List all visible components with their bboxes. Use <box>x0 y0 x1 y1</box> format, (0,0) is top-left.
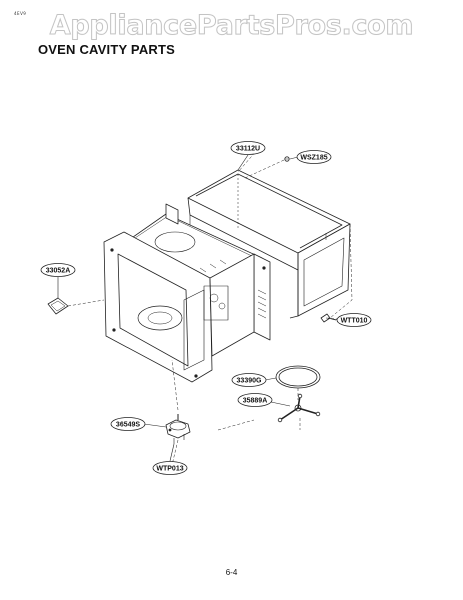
screw-top-icon <box>284 156 290 162</box>
callout-oval <box>296 150 332 164</box>
callout-oval <box>40 263 76 277</box>
callout-oval <box>152 461 188 475</box>
callout-turntable-tray: 33390G <box>231 373 277 387</box>
callout-part-number: 33052A <box>46 268 71 275</box>
turntable-tray-ring <box>275 365 321 389</box>
door-gasket-part <box>47 297 69 315</box>
callout-leader-line <box>169 443 175 462</box>
callout-screw-side: WTT010 <box>331 313 372 327</box>
callout-door-gasket: 33052A <box>40 263 76 298</box>
corner-mark: 4EV9 <box>14 11 27 16</box>
callout-leader-line <box>143 423 167 428</box>
page-title: OVEN CAVITY PARTS <box>38 42 176 57</box>
callout-oval <box>237 393 273 407</box>
turntable-motor <box>165 414 191 444</box>
callout-part-number: WTP013 <box>156 466 183 473</box>
callout-part-number: WSZ185 <box>300 155 327 162</box>
callout-leader-line <box>264 377 277 381</box>
callout-outer-case: 33112U <box>230 141 266 171</box>
callout-screw-top: WSZ185 <box>289 150 332 164</box>
roller-support <box>277 393 321 423</box>
callout-motor-screw: WTP013 <box>152 443 188 475</box>
oven-cavity-chassis <box>103 203 271 383</box>
outer-case <box>187 169 351 319</box>
callout-part-number: 33112U <box>236 146 260 153</box>
callout-oval <box>110 417 146 431</box>
callout-part-number: 33390G <box>237 378 262 385</box>
callout-part-number: 36549S <box>116 422 140 429</box>
callout-oval <box>336 313 372 327</box>
callout-roller-ring: 35889A <box>237 393 291 407</box>
callout-labels: 33112U WSZ185 33052A WTT010 33390G 35889A 3654… <box>40 141 372 475</box>
callout-part-number: WTT010 <box>341 318 368 325</box>
watermark: AppliancePartsPros.com <box>49 10 414 42</box>
callout-leader-line <box>237 154 249 171</box>
callout-part-number: 35889A <box>243 398 268 405</box>
page-number: 6-4 <box>225 568 238 577</box>
callout-oval <box>231 373 267 387</box>
callout-oval <box>230 141 266 155</box>
callout-leader-line <box>270 401 291 407</box>
callout-motor: 36549S <box>110 417 167 431</box>
